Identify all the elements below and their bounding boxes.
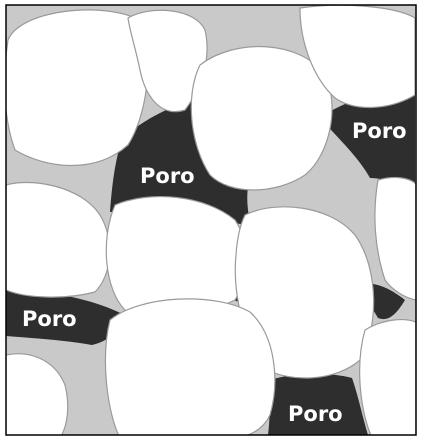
grain-bottom-right <box>360 320 416 438</box>
grain-top-left <box>5 10 148 166</box>
grain-top-right-center <box>191 47 332 190</box>
pore-label-2: Poro <box>352 119 407 143</box>
grain-bottom-center <box>105 299 274 438</box>
pore-label-4: Poro <box>288 402 343 426</box>
grain-center <box>106 197 246 316</box>
pore-label-3: Poro <box>22 307 77 331</box>
pore-label-1: Poro <box>140 164 195 188</box>
